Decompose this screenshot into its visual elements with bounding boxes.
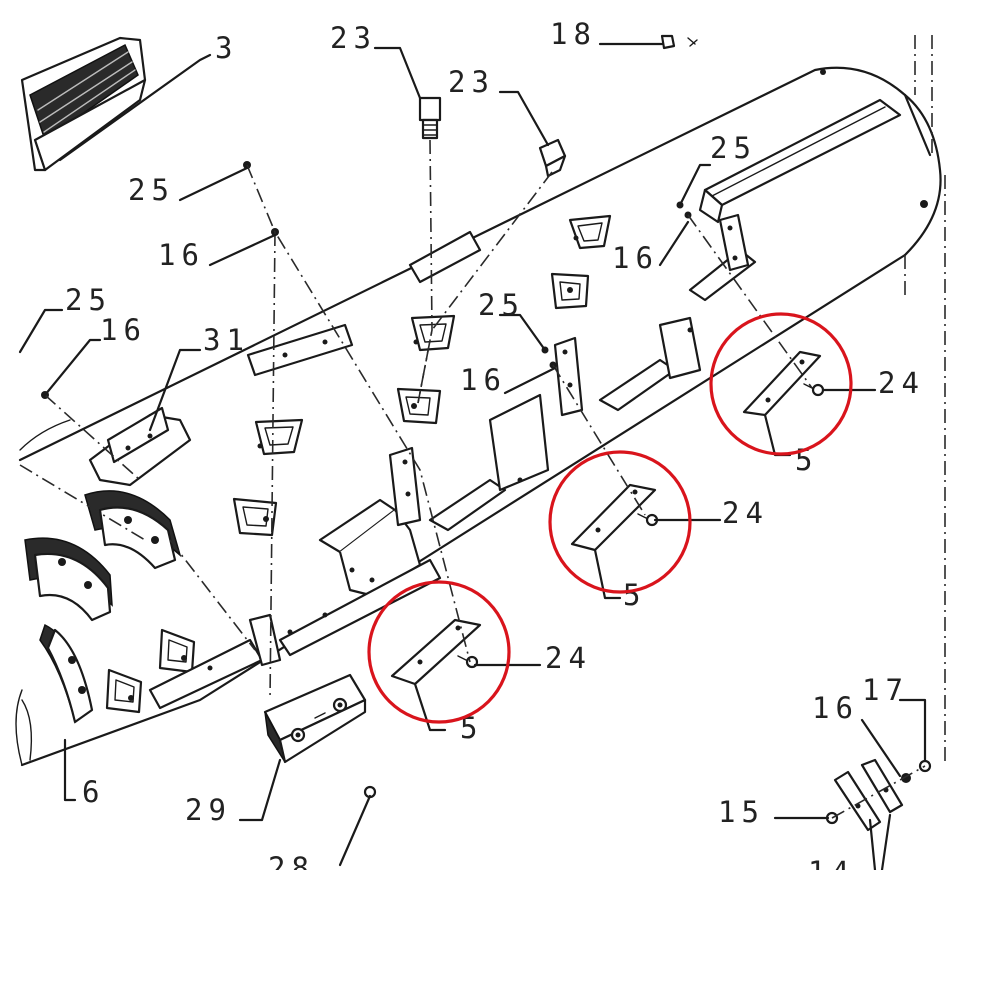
bracket-chain-lower bbox=[148, 558, 442, 710]
assembly-lines bbox=[19, 35, 946, 819]
label-23-right: 23 bbox=[448, 65, 495, 99]
part-labels: 3 23 23 18 25 16 25 16 31 25 16 25 16 24… bbox=[65, 17, 925, 889]
label-16-d: 16 bbox=[612, 241, 659, 275]
bracket-chain-upper bbox=[88, 406, 192, 487]
label-25-c: 25 bbox=[478, 288, 525, 322]
highlight-circles bbox=[367, 312, 853, 724]
label-31: 31 bbox=[203, 323, 250, 357]
label-25-d: 25 bbox=[710, 131, 757, 165]
fasteners bbox=[41, 34, 932, 825]
label-23-left: 23 bbox=[330, 21, 377, 55]
label-16-c: 16 bbox=[460, 363, 507, 397]
label-24-b: 24 bbox=[722, 496, 769, 530]
label-17: 17 bbox=[862, 673, 909, 707]
curved-wear-pads bbox=[21, 490, 182, 761]
label-15: 15 bbox=[718, 795, 765, 829]
label-3: 3 bbox=[215, 31, 238, 65]
blade-5-a bbox=[390, 618, 482, 686]
label-24-c: 24 bbox=[878, 366, 925, 400]
highlight-circle-c bbox=[709, 312, 853, 456]
label-25-a: 25 bbox=[128, 173, 175, 207]
blade-5-b bbox=[570, 483, 657, 552]
knife-plate bbox=[263, 673, 367, 764]
drum-lug-plates bbox=[105, 214, 612, 714]
label-5-a: 5 bbox=[460, 711, 483, 745]
label-6: 6 bbox=[82, 775, 105, 809]
clip-pair bbox=[833, 758, 904, 832]
label-16-a: 16 bbox=[158, 238, 205, 272]
drum-top-tabs bbox=[246, 230, 482, 377]
bracket-chain-middle bbox=[318, 213, 757, 597]
blade-5-c bbox=[742, 350, 822, 417]
highlight-circle-b bbox=[548, 450, 692, 594]
label-29: 29 bbox=[185, 793, 232, 827]
highlight-circle-a bbox=[367, 580, 511, 724]
bolt-24-c bbox=[803, 383, 825, 397]
label-24-a: 24 bbox=[545, 641, 592, 675]
rotor-drum bbox=[15, 66, 942, 767]
label-16-b: 16 bbox=[100, 313, 147, 347]
label-18: 18 bbox=[550, 17, 597, 51]
label-5-b: 5 bbox=[623, 578, 646, 612]
blank-margin bbox=[0, 870, 1000, 1000]
comb-assembly-part bbox=[20, 36, 147, 172]
label-25-b: 25 bbox=[65, 283, 112, 317]
label-16-e: 16 bbox=[812, 691, 859, 725]
